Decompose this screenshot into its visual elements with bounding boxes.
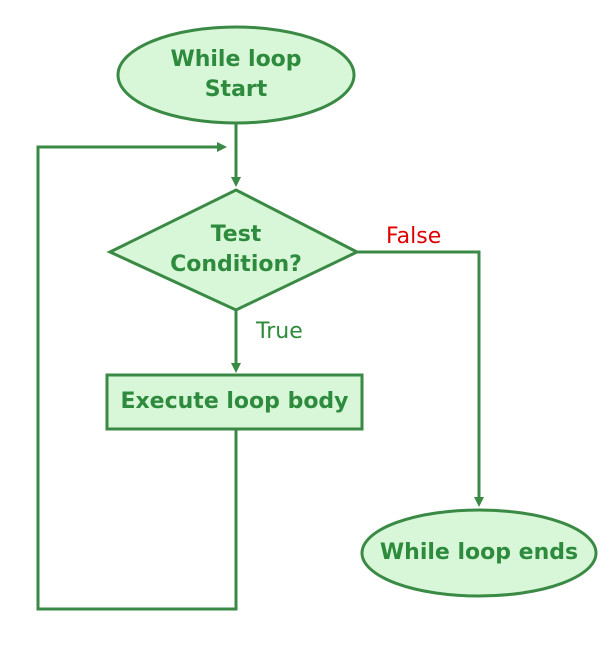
start-node-label: While loop Start [170, 47, 302, 102]
end-node-shape [360, 508, 598, 598]
edge-loop-back [36, 142, 238, 611]
false-edge-label: False [386, 224, 442, 249]
end-node-label: While loop ends [379, 540, 579, 565]
body-node-shape [105, 373, 364, 431]
true-edge-label: True [256, 319, 303, 344]
body-node-label: Execute loop body [120, 389, 349, 414]
edge-false [357, 250, 484, 507]
condition-node-label: Test Condition? [170, 222, 302, 277]
